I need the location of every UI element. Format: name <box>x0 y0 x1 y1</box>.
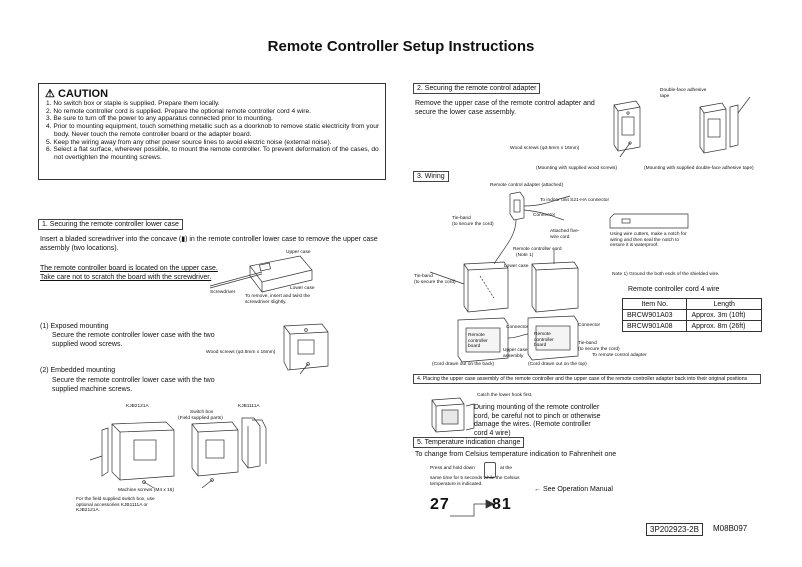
section1-label: 1. Securing the remote controller lower … <box>38 219 183 230</box>
exposed-wood-screws: Wood screws (φ3.5mm x 16mm) <box>206 350 276 355</box>
label-lower-case: Lower case <box>504 264 529 269</box>
caution-item: 2. No remote controller cord is supplied… <box>46 107 311 115</box>
label-wire-cutters: Using wire cutters, make a notch for wir… <box>610 232 687 249</box>
celsius-display: 27 <box>430 496 450 513</box>
label-kjb1111a: KJB1111A <box>238 404 260 409</box>
placing-figure <box>431 397 475 433</box>
fig-screwdriver: Screwdriver <box>210 290 236 295</box>
label-upper-case-assembly: Upper case assembly <box>503 348 528 359</box>
see-operation-manual: ← See Operation Manual <box>534 486 613 493</box>
warning-icon: ⚠ <box>45 88 55 100</box>
label-double-face: Double-face adhesive tape <box>660 88 707 99</box>
press-buttons-icon <box>484 462 496 478</box>
section2-label: 2. Securing the remote control adapter <box>413 83 541 94</box>
label-attached-cord: Attached five-wire cord <box>550 229 580 240</box>
section2-text: Remove the upper case of the remote cont… <box>415 100 595 116</box>
caution-item: 4. Prior to mounting equipment, touch so… <box>46 123 380 138</box>
doc-code: M08B097 <box>713 524 748 533</box>
fahrenheit-display: 81 <box>492 496 512 513</box>
label-switch-box: Switch box <box>190 410 214 415</box>
caution-item: 5. Keep the wiring away from any other p… <box>46 138 332 146</box>
label-note1: (Note 1) <box>516 253 534 258</box>
section1-note: The remote controller board is located o… <box>40 265 218 281</box>
table-row: BRCW901A03 Approx. 3m (10ft) <box>621 309 762 321</box>
label-connector-3: Connector <box>578 323 601 328</box>
display-change-arrow <box>450 499 495 517</box>
label-rc-board-2: Remote controller board <box>534 332 554 349</box>
caution-item: 3. Be sure to turn off the power to any … <box>46 115 273 123</box>
table-header: Item No. <box>621 298 688 310</box>
table-cell: BRCW901A08 <box>621 320 688 332</box>
label-adapter-attached: Remote control adapter (attached) <box>490 183 564 188</box>
adapter-mount-figure <box>613 96 751 158</box>
page-title: Remote Controller Setup Instructions <box>267 38 535 55</box>
label-machine-screws: Machine screws (M4 x 16) <box>118 488 174 493</box>
label-rc-cord: Remote controller cord <box>513 247 562 252</box>
cord-table-title: Remote controller cord 4 wire <box>628 286 720 293</box>
exposed-text: Secure the remote controller lower case … <box>52 332 215 348</box>
label-secure-cord-3: (to secure the cord) <box>578 347 620 352</box>
cord-table: Item No. Length BRCW901A03 Approx. 3m (1… <box>621 298 762 332</box>
label-catch-hook: Catch the lower hook first. <box>477 393 533 398</box>
table-header-row: Item No. Length <box>621 298 762 310</box>
label-press-hold: Press and hold down <box>430 466 475 471</box>
label-tie-band-3: Tie-band <box>578 341 597 346</box>
fig-remove-note: To remove, insert and twist the screwdri… <box>245 294 311 305</box>
label-connector-2: Connector <box>506 325 529 330</box>
label-secure-cord-2: (to secure the cord) <box>414 280 456 285</box>
exposed-heading: (1) Exposed mounting <box>40 323 109 330</box>
embedded-mount-figure <box>89 417 267 489</box>
label-tie-band-2: Tie-band <box>414 274 433 279</box>
label-cord-back: (Cord drawn out on the back) <box>432 362 495 367</box>
label-tie-band-1: Tie-band <box>452 216 471 221</box>
section5-label: 5. Temperature indication change <box>413 437 525 448</box>
label-rc-board-1: Remote controller board <box>468 333 488 350</box>
label-to-adapter: To remote control adapter <box>592 353 647 358</box>
label-kjb2121a: KJB2121A <box>126 404 149 409</box>
embedded-text: Secure the remote controller lower case … <box>52 377 215 393</box>
label-at-the: at the <box>500 466 513 471</box>
label-field-parts: (Field supplied parts) <box>178 416 223 421</box>
caption-wood-screws: (Mounting with supplied wood screws) <box>536 166 618 171</box>
section3-label: 3. Wiring <box>413 171 449 182</box>
fig-lower-case: Lower case <box>290 286 315 291</box>
caution-item: 6. Select a flat surface, wherever possi… <box>46 146 379 161</box>
caution-list: 1. No switch box or staple is supplied. … <box>46 100 382 162</box>
section4-text: During mounting of the remote controller… <box>474 404 601 437</box>
caution-heading: ⚠ CAUTION <box>45 88 109 100</box>
label-ground-note: Note 1) Ground the both ends of the shie… <box>612 272 720 277</box>
label-same-time: same time for 5 seconds while the Celsiu… <box>430 476 520 487</box>
fig-upper-case: Upper case <box>286 250 311 255</box>
doc-number: 3P202923-2B <box>646 523 703 536</box>
notch-figure <box>609 213 689 229</box>
embedded-heading: (2) Embedded mounting <box>40 367 116 374</box>
label-secure-cord-1: (to secure the cord) <box>452 222 494 227</box>
section1-text: Insert a bladed screwdriver into the con… <box>40 236 378 252</box>
table-cell: Approx. 3m (10ft) <box>686 309 762 321</box>
wiring-diagram <box>429 191 579 363</box>
caution-item: 1. No switch box or staple is supplied. … <box>46 100 220 107</box>
section4-label: 4. Placing the upper case assembly of th… <box>413 374 761 384</box>
table-header: Length <box>686 298 762 310</box>
section5-text: To change from Celsius temperature indic… <box>415 451 617 458</box>
label-connector-1: Connector <box>533 213 556 218</box>
field-supplied-note: For the field supplied switch box, use o… <box>76 497 155 514</box>
exposed-mount-figure <box>283 323 329 375</box>
table-cell: Approx. 8m (26ft) <box>686 320 762 332</box>
label-cord-top: (Cord drawn out on the top) <box>528 362 587 367</box>
label-indoor-connector: To indoor unit S21-HA connector <box>540 198 610 203</box>
table-row: BRCW901A08 Approx. 8m (26ft) <box>621 320 762 332</box>
lower-case-figure <box>209 255 313 294</box>
table-cell: BRCW901A03 <box>621 309 688 321</box>
section2-wood-screws: Wood screws (φ3.5mm x 16mm) <box>510 146 580 151</box>
caution-box: ⚠ CAUTION 1. No switch box or staple is … <box>38 83 386 180</box>
caption-adhesive-tape: (Mounting with supplied double-face adhe… <box>644 166 754 171</box>
